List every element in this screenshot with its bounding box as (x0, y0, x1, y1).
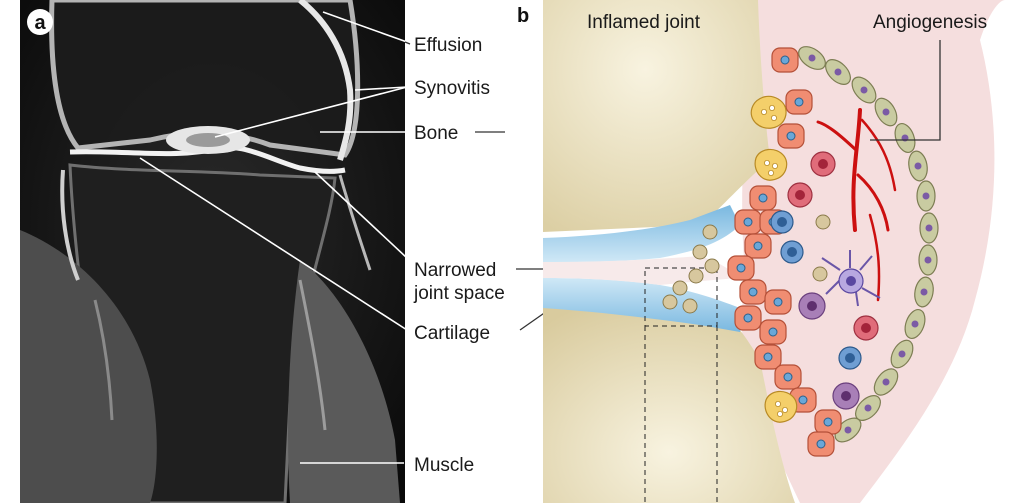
synoviocyte-nucleus (787, 132, 795, 140)
yellow-nucleus (771, 115, 776, 120)
label-cartilage: Cartilage (414, 323, 490, 344)
lining-nucleus (883, 109, 890, 116)
labels: Effusion Synovitis Bone Narrowed joint s… (413, 35, 505, 476)
synoviocyte-nucleus (781, 56, 789, 64)
yellow-nucleus (768, 170, 773, 175)
lining-nucleus (926, 225, 933, 232)
debris-blob (693, 245, 707, 259)
synoviocyte-nucleus (774, 298, 782, 306)
synoviocyte-nucleus (754, 242, 762, 250)
lining-nucleus (809, 55, 816, 62)
lining-nucleus (865, 405, 872, 412)
synoviocyte-nucleus (824, 418, 832, 426)
synoviocyte-nucleus (795, 98, 803, 106)
red-cell-center (818, 159, 828, 169)
blue-cell-center (777, 217, 787, 227)
lining-nucleus (835, 69, 842, 76)
debris-blob (813, 267, 827, 281)
debris-blob (663, 295, 677, 309)
synoviocyte-nucleus (759, 194, 767, 202)
lining-nucleus (921, 289, 928, 296)
synoviocyte-nucleus (817, 440, 825, 448)
label-muscle: Muscle (414, 455, 474, 476)
yellow-nucleus (764, 160, 769, 165)
yellow-nucleus (775, 401, 780, 406)
debris-blob (703, 225, 717, 239)
label-narrowed-2: joint space (413, 283, 505, 304)
yellow-nucleus (777, 411, 782, 416)
blue-cell-center (787, 247, 797, 257)
yellow-nucleus (772, 163, 777, 168)
red-cell-center (795, 190, 805, 200)
yellow-cell (751, 96, 786, 128)
label-synovitis: Synovitis (414, 78, 490, 99)
yellow-nucleus (782, 407, 787, 412)
synoviocyte-nucleus (799, 396, 807, 404)
lining-nucleus (912, 321, 919, 328)
label-narrowed-1: Narrowed (414, 260, 496, 281)
synoviocyte-nucleus (744, 314, 752, 322)
lining-nucleus (883, 379, 890, 386)
panel-b-title: Inflamed joint (587, 12, 701, 33)
synoviocyte-nucleus (749, 288, 757, 296)
debris-blob (673, 281, 687, 295)
yellow-nucleus (769, 105, 774, 110)
mri-panel: a (20, 0, 405, 503)
schematic-panel (543, 0, 1005, 503)
lining-nucleus (915, 163, 922, 170)
purple-cell-center (841, 391, 851, 401)
lining-nucleus (861, 87, 868, 94)
lining-nucleus (899, 351, 906, 358)
lining-nucleus (923, 193, 930, 200)
blue-cell-center (845, 353, 855, 363)
synoviocyte-nucleus (764, 353, 772, 361)
debris-blob (689, 269, 703, 283)
label-effusion: Effusion (414, 35, 482, 56)
synoviocyte-nucleus (784, 373, 792, 381)
panel-b-letter: b (517, 5, 529, 27)
label-bone: Bone (414, 123, 458, 144)
bone-top (543, 0, 770, 232)
debris-blob (816, 215, 830, 229)
yellow-cell (765, 391, 797, 422)
debris-blob (683, 299, 697, 313)
synoviocyte-nucleus (769, 328, 777, 336)
synoviocyte-nucleus (737, 264, 745, 272)
leader-effusion-ext (405, 42, 410, 44)
label-angiogenesis: Angiogenesis (873, 12, 987, 33)
red-cell-center (861, 323, 871, 333)
panel-a-letter: a (34, 12, 46, 34)
lining-nucleus (925, 257, 932, 264)
synoviocyte-nucleus (744, 218, 752, 226)
yellow-nucleus (761, 109, 766, 114)
purple-cell-center (807, 301, 817, 311)
lining-nucleus (845, 427, 852, 434)
dendritic-nucleus (846, 276, 856, 286)
debris-blob (705, 259, 719, 273)
